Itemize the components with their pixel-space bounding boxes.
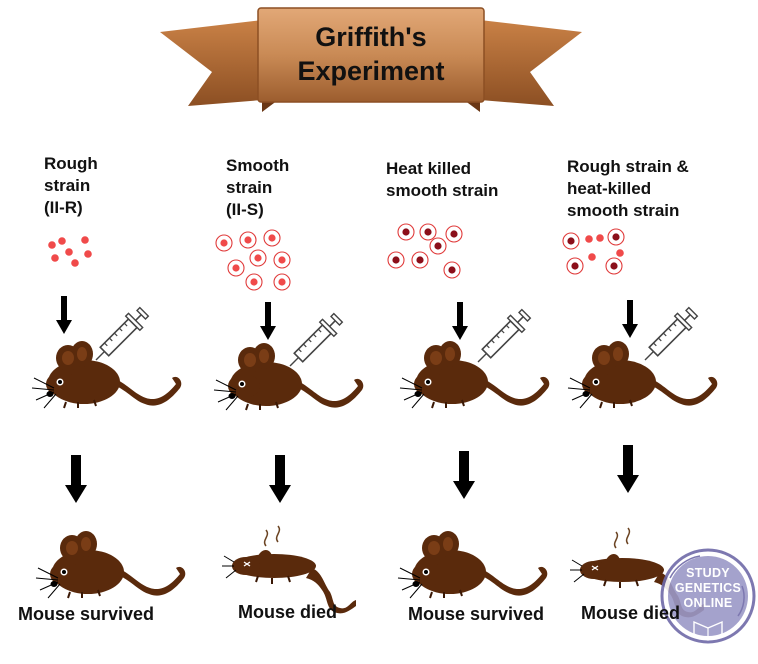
outcome-label-4: Mouse died xyxy=(581,603,681,623)
banner-ribbon-left xyxy=(160,20,262,106)
watermark-text-line1: STUDY xyxy=(686,566,730,580)
arrow-down-result-3 xyxy=(453,451,475,499)
bacteria-smooth-strain xyxy=(215,229,291,291)
banner-panel xyxy=(257,7,485,103)
page-title-line2: Experiment xyxy=(297,56,444,86)
stink-lines-4 xyxy=(613,527,631,549)
banner-ribbon-right xyxy=(480,20,582,106)
mouse-injected-2 xyxy=(213,342,365,411)
bacteria-rough-strain xyxy=(48,236,92,267)
mouse-outcome-survived-3 xyxy=(397,530,549,599)
mouse-outcome-survived-1 xyxy=(35,530,187,599)
outcome-label-3: Mouse survived xyxy=(408,604,545,624)
arrow-down-result-4 xyxy=(617,445,639,493)
bacteria-rough-and-heat-killed xyxy=(562,228,625,275)
mouse-injected-3 xyxy=(399,340,551,409)
syringe-icon-2 xyxy=(282,310,346,374)
column-label-smooth-strain: Smooth strain (II-S) xyxy=(226,156,290,219)
syringe-icon-3 xyxy=(470,306,534,370)
column-label-heat-killed: Heat killed smooth strain xyxy=(386,159,499,200)
arrow-down-result-1 xyxy=(65,455,87,503)
arrow-down-injection-4 xyxy=(622,300,638,338)
arrow-down-injection-2 xyxy=(260,302,276,340)
outcome-label-2: Mouse died xyxy=(238,602,338,622)
column-label-rough-and-heat-killed: Rough strain & heat-killed smooth strain xyxy=(567,157,689,220)
outcome-label-1: Mouse survived xyxy=(18,604,155,624)
watermark-logo: STUDY GENETICS ONLINE xyxy=(660,548,756,644)
watermark-text-line3: ONLINE xyxy=(683,596,732,610)
mouse-injected-4 xyxy=(567,340,719,409)
arrow-down-result-2 xyxy=(269,455,291,503)
column-label-rough-strain: Rough strain (II-R) xyxy=(44,154,98,217)
stink-lines-2 xyxy=(263,525,281,547)
title-banner: Griffith's Experiment xyxy=(160,7,582,112)
bacteria-heat-killed-smooth xyxy=(387,223,463,279)
syringe-icon-4 xyxy=(637,304,701,368)
watermark-text-line2: GENETICS xyxy=(675,581,741,595)
arrow-down-injection-3 xyxy=(452,302,468,340)
page-title-line1: Griffith's xyxy=(315,22,426,52)
syringe-icon-1 xyxy=(88,304,152,368)
arrow-down-injection-1 xyxy=(56,296,72,334)
